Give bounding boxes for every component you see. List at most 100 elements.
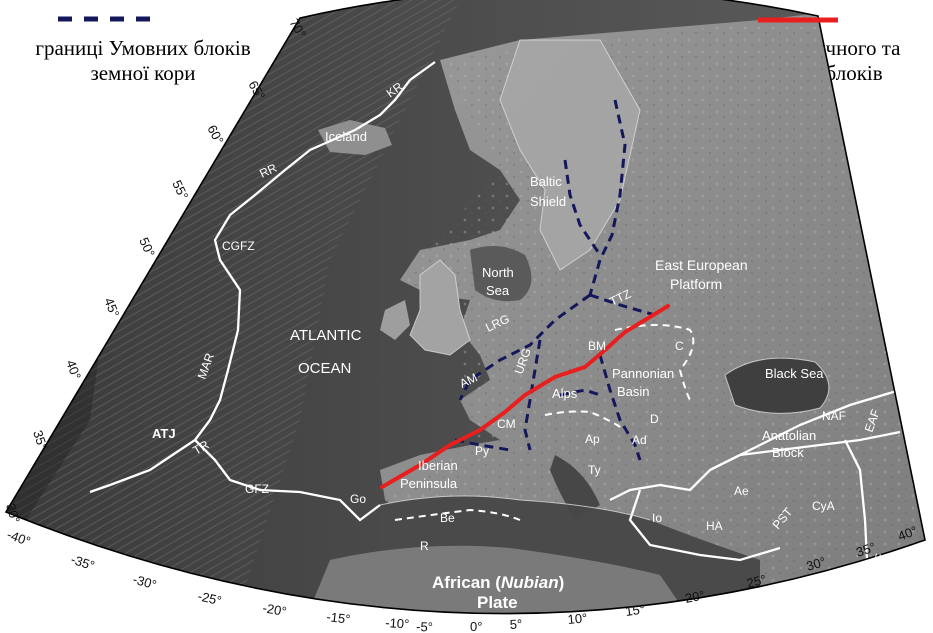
- label-peninsula: Peninsula: [400, 476, 458, 491]
- label-iberian: Iberian: [418, 458, 458, 473]
- label-iceland: Iceland: [325, 129, 367, 144]
- label-ap: Ap: [585, 432, 600, 446]
- label-east-european: East European: [655, 257, 748, 273]
- label-dsf: DSF: [869, 552, 887, 578]
- legend-blocks-label: границі Умовних блоків земної кори: [2, 36, 284, 86]
- label-cgfz: CGFZ: [222, 239, 255, 253]
- north-sea: [470, 246, 532, 302]
- conventional-block-boundaries: [454, 99, 656, 461]
- label-baltic: Baltic: [530, 174, 562, 189]
- label-py: Py: [475, 444, 489, 458]
- block-boundary-lrg: [458, 293, 591, 401]
- label-sea: Sea: [486, 283, 510, 298]
- mid-atlantic-ridge-line: [89, 61, 436, 494]
- lon-label-m40: -40°: [5, 527, 33, 549]
- label-atlantic: ATLANTIC: [290, 327, 362, 344]
- label-black-sea: Black Sea: [765, 366, 824, 381]
- label-african: African (Nubian): [432, 573, 564, 592]
- lon-label-m10: -10°: [385, 615, 410, 632]
- lat-label-40: 40°: [63, 358, 84, 382]
- label-ha: HA: [706, 519, 723, 533]
- label-be: Be: [440, 511, 455, 525]
- plate-boundaries: [89, 61, 901, 581]
- label-ae: Ae: [734, 484, 749, 498]
- lon-label-35: 35°: [854, 539, 877, 560]
- label-cm: CM: [497, 417, 516, 431]
- black-sea: [725, 358, 829, 414]
- label-bm: BM: [588, 339, 606, 353]
- label-gfz: GFZ: [245, 482, 269, 496]
- lon-label-m20: -20°: [261, 600, 287, 619]
- label-r: R: [420, 539, 429, 553]
- map-frame: [4, 0, 926, 615]
- lat-label-50: 50°: [136, 235, 158, 259]
- block-boundary-pannonian: [598, 354, 642, 461]
- lon-label-m25: -25°: [196, 588, 223, 608]
- ireland-landmass: [380, 300, 410, 340]
- lat-label-45: 45°: [101, 296, 122, 320]
- label-cya: CyA: [812, 499, 835, 513]
- lon-label-0: 0°: [470, 619, 482, 633]
- block-boundary-north: [588, 99, 627, 296]
- block-boundary-urg: [523, 339, 542, 451]
- label-io: Io: [652, 511, 662, 525]
- lat-label-55: 55°: [169, 178, 191, 202]
- alpine-dashed-line: [544, 410, 626, 431]
- label-basin: Basin: [617, 384, 650, 399]
- lon-label-m5: -5°: [416, 619, 433, 633]
- lon-label-25: 25°: [745, 572, 768, 591]
- label-d: D: [650, 412, 659, 426]
- label-pannonian: Pannonian: [612, 366, 674, 381]
- label-go: Go: [350, 492, 366, 506]
- label-african-prefix: African (: [432, 573, 501, 592]
- block-boundary-baltic: [563, 159, 602, 256]
- lon-label-m30: -30°: [131, 571, 158, 592]
- latitude-labels: 70° 65° 60° 55° 50° 45° 40° 35° 30°: [3, 16, 309, 525]
- label-platform: Platform: [670, 276, 722, 292]
- azores-gibraltar-line: [194, 439, 381, 522]
- block-boundary-alps: [559, 388, 601, 397]
- land-relief-texture: [385, 0, 925, 614]
- label-am: AM: [457, 370, 479, 390]
- lon-label-m35: -35°: [69, 552, 96, 574]
- lon-label-10: 10°: [567, 610, 588, 627]
- abbreviation-labels: KR RR CGFZ MAR ATJ TR GFZ Go Be R Py CM …: [152, 79, 887, 578]
- lat-label-60: 60°: [204, 122, 226, 146]
- label-nubian: Nubian: [501, 573, 559, 592]
- label-alps: Alps: [552, 386, 578, 401]
- iberian-dashed-line: [394, 508, 521, 521]
- britain-landmass: [410, 260, 470, 355]
- label-anatolian: Anatolian: [762, 428, 816, 443]
- block-boundary-cm: [454, 438, 511, 452]
- label-african-suffix: ): [559, 573, 565, 592]
- lon-label-15: 15°: [624, 601, 646, 619]
- label-c: C: [675, 339, 684, 353]
- label-shield: Shield: [530, 194, 566, 209]
- north-south-boundary-line: [380, 304, 670, 489]
- label-rr: RR: [257, 161, 279, 181]
- lat-label-35: 35°: [30, 428, 50, 451]
- carpathian-dashed-line: [614, 324, 695, 401]
- coastline-hints: [379, 39, 830, 521]
- label-ty: Ty: [588, 463, 601, 477]
- legend-blocks-line2: земної кори: [90, 61, 196, 85]
- lon-label-40: 40°: [896, 523, 920, 544]
- legend-blocks-line1: границі Умовних блоків: [35, 36, 251, 60]
- east-anatolian-fault-line: [843, 439, 870, 581]
- block-boundaries-white: [394, 324, 695, 521]
- region-labels: Iceland Baltic Shield North Sea East Eur…: [290, 129, 824, 612]
- lon-label-m15: -15°: [326, 609, 352, 627]
- tyrrhenian-sea: [550, 455, 600, 520]
- anatolian-boundary-line: [709, 388, 901, 472]
- lat-label-30: 30°: [3, 502, 23, 525]
- scandinavia-landmass: [500, 40, 640, 270]
- block-boundary-ttz: [589, 293, 656, 317]
- label-atj: ATJ: [152, 426, 176, 441]
- label-ad: Ad: [632, 433, 647, 447]
- iceland-landmass: [318, 120, 392, 155]
- label-north: North: [482, 265, 514, 280]
- lon-label-30: 30°: [804, 554, 827, 574]
